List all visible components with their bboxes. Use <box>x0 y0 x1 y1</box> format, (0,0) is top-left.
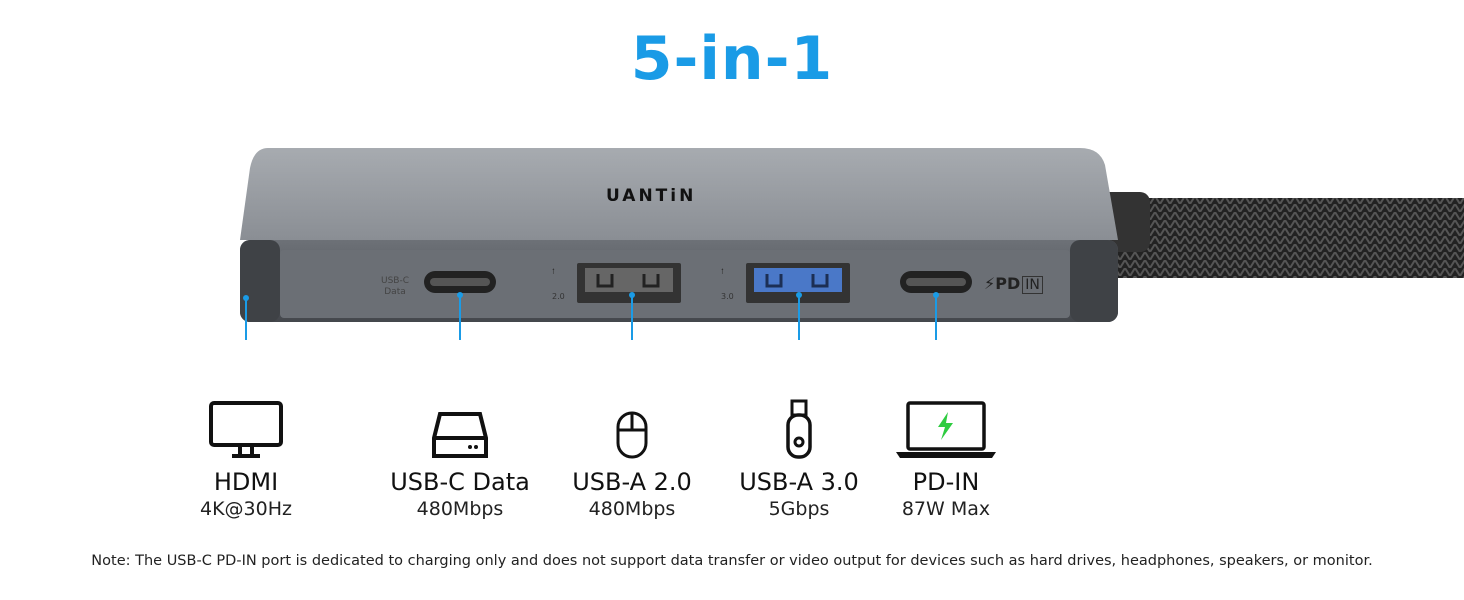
usb2-version-label: 2.0 <box>552 292 565 301</box>
usb-flash-drive-icon <box>709 380 889 460</box>
callout-name: USB-A 3.0 <box>739 468 859 496</box>
laptop-charging-icon <box>856 380 1036 460</box>
monitor-icon <box>156 380 336 460</box>
pd-mark-in-text: IN <box>1022 276 1043 294</box>
callout-spec: 480Mbps <box>416 498 504 520</box>
usb-symbol-icon: ⭫ <box>721 267 724 276</box>
callout-pd-in: PD-IN 87W Max <box>856 380 1036 520</box>
callout-name: USB-A 2.0 <box>572 468 692 496</box>
callout-spec: 4K@30Hz <box>200 498 292 520</box>
callout-name: USB-C Data <box>390 468 530 496</box>
callout-spec: 5Gbps <box>768 498 830 520</box>
callout-hdmi: HDMI 4K@30Hz <box>156 380 336 520</box>
callout-name: HDMI <box>213 468 279 496</box>
brand-logo-text: UANTiN <box>606 186 697 206</box>
callout-name: PD-IN <box>912 468 980 496</box>
callout-spec: 480Mbps <box>588 498 676 520</box>
mouse-icon <box>542 380 722 460</box>
hard-drive-icon <box>370 380 550 460</box>
callout-spec: 87W Max <box>901 498 991 520</box>
pd-mark-text: PD <box>995 274 1021 293</box>
usbc-port-label-line1: USB-C <box>380 276 409 286</box>
page-title: 5-in-1 <box>630 24 834 94</box>
callout-usb-a-2: USB-A 2.0 480Mbps <box>542 380 722 520</box>
callout-usbc-data: USB-C Data 480Mbps <box>370 380 550 520</box>
hub-body-graphic <box>240 148 1464 340</box>
usb-symbol-icon: ⭫ <box>552 267 555 276</box>
usb3-version-label: 3.0 <box>721 292 734 301</box>
usbc-port-label-line2: Data <box>384 287 406 297</box>
footnote: Note: The USB-C PD-IN port is dedicated … <box>91 553 1373 569</box>
lightning-icon: ⚡ <box>984 274 996 293</box>
usbc-port-label: USB-C Data <box>370 276 420 298</box>
callout-usb-a-3: USB-A 3.0 5Gbps <box>709 380 889 520</box>
